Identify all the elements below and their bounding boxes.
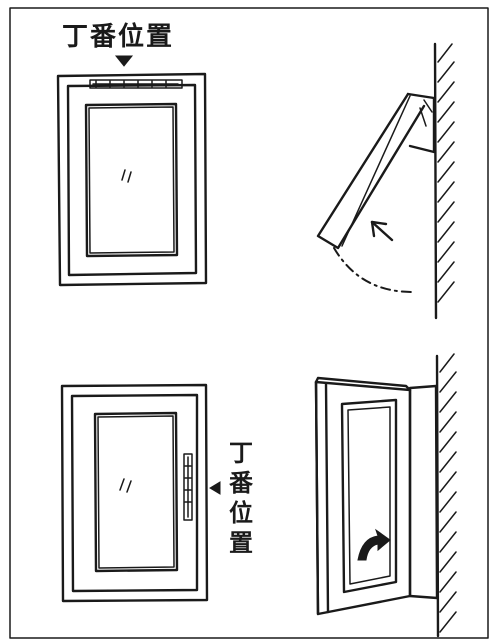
top-left-frame bbox=[56, 72, 208, 287]
bottom-right-wall bbox=[435, 353, 457, 638]
rotate-arrow bbox=[357, 528, 391, 561]
hinge-position-label-top: 丁番位置 bbox=[62, 22, 175, 52]
down-arrow-marker bbox=[114, 55, 134, 67]
top-right-wall bbox=[433, 42, 455, 320]
bottom-right-open-panel bbox=[314, 376, 412, 616]
side-hinge-strip bbox=[183, 453, 193, 521]
top-right-open-panel bbox=[316, 92, 433, 250]
top-hinge-strip bbox=[89, 79, 183, 89]
open-arrow bbox=[370, 220, 394, 242]
top-right-mount-block bbox=[406, 92, 436, 154]
bottom-right-mount-block bbox=[408, 384, 439, 600]
hinge-position-label-side: 丁番位置 bbox=[229, 439, 253, 557]
swing-arc bbox=[333, 247, 413, 293]
left-arrow-marker bbox=[209, 481, 221, 495]
bottom-left-frame bbox=[60, 383, 209, 603]
page-border bbox=[9, 7, 489, 639]
